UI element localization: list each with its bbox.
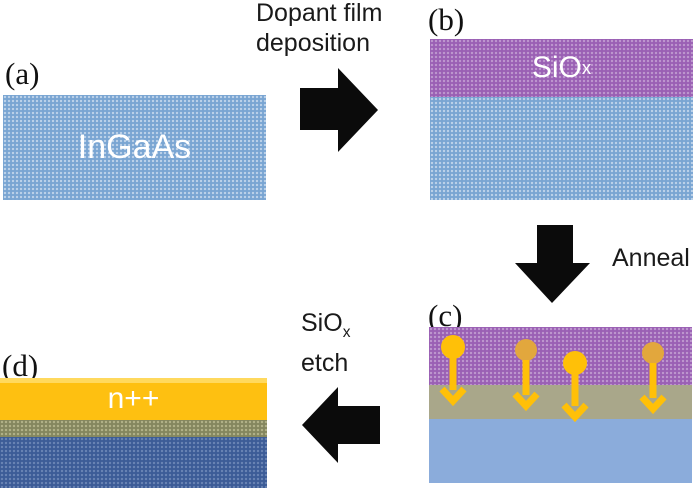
left-block-arrow-icon: [302, 387, 380, 463]
etch-film-label: SiO: [301, 309, 343, 337]
step-deposition-line2: deposition: [256, 29, 370, 57]
dopant-atom-icon: [642, 342, 664, 364]
arrow-head-icon: [439, 386, 467, 407]
step-deposition-line1: Dopant film: [256, 0, 383, 27]
panel-d-doped-highlight: [0, 378, 267, 383]
right-block-arrow-icon: [300, 68, 378, 152]
dopant-atom-icon: [515, 339, 537, 361]
dopant-atom-icon: [441, 335, 465, 359]
panel-d-diffusion-layer: [0, 420, 267, 437]
panel-label-a: (a): [5, 56, 40, 91]
panel-d-doped-label: n++: [107, 382, 160, 415]
panel-a-substrate: InGaAs: [3, 95, 266, 200]
panel-b-film-label: SiO: [531, 51, 582, 84]
panel-label-c: (c): [428, 298, 463, 333]
panel-a-material-label: InGaAs: [77, 128, 192, 166]
dopant-diffusion-graphics: [439, 335, 667, 423]
down-block-arrow-icon: [515, 225, 590, 303]
panel-c-stack: [429, 327, 692, 483]
step-anneal-text: Anneal: [612, 244, 690, 272]
arrow-head-icon: [639, 394, 667, 415]
panel-d-stack: n++: [0, 378, 267, 488]
etch-film-sub: x: [342, 324, 351, 341]
arrow-head-icon: [512, 391, 540, 412]
panel-label-b: (b): [428, 2, 465, 37]
step-deposition-text: Dopant film deposition: [256, 0, 382, 58]
arrow-head-icon: [561, 402, 589, 423]
panel-d-substrate-layer: [0, 437, 267, 488]
panel-b-substrate-layer: [430, 97, 693, 200]
step-etch-text: SiOx etch: [301, 308, 350, 378]
step-etch-line2: etch: [301, 349, 349, 377]
dopant-atom-icon: [563, 351, 587, 375]
panel-c-substrate-layer: [429, 419, 692, 483]
panel-d-doped-layer: n++: [0, 378, 267, 420]
panel-label-d: (d): [2, 348, 39, 383]
panel-b-film-sub: x: [581, 57, 592, 78]
diffusion-arrows: [439, 357, 667, 423]
step-etch-line1: SiOx: [301, 308, 350, 348]
